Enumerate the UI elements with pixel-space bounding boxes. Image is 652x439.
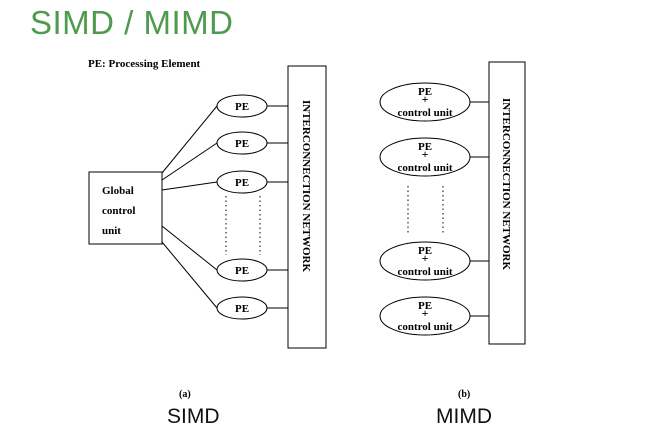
svg-text:PE: PE bbox=[418, 141, 432, 153]
pe-legend: PE: Processing Element bbox=[88, 58, 201, 70]
svg-text:PE: PE bbox=[418, 86, 432, 98]
simd-pe-label: PE bbox=[235, 101, 249, 113]
svg-text:PE: PE bbox=[418, 245, 432, 257]
simd-interconnection-network bbox=[287, 65, 327, 349]
svg-text:PE: PE bbox=[418, 300, 432, 312]
mimd-sub-label: (b) bbox=[458, 389, 470, 400]
simd-pe-label: PE bbox=[235, 138, 249, 150]
global-control-unit-label: Global control unit bbox=[102, 185, 138, 237]
global-control-unit-box bbox=[88, 171, 163, 245]
mimd-caption: MIMD bbox=[436, 405, 492, 428]
simd-pe-3: PE bbox=[216, 170, 288, 194]
mimd-pe-2: PE + control unit bbox=[379, 137, 489, 177]
svg-text:+: + bbox=[422, 147, 429, 161]
svg-text:control unit: control unit bbox=[397, 162, 452, 174]
svg-text:+: + bbox=[422, 306, 429, 320]
svg-text:control unit: control unit bbox=[397, 107, 452, 119]
svg-text:control unit: control unit bbox=[397, 321, 452, 333]
mimd-interconnection-network bbox=[488, 61, 526, 345]
mimd-pe-1: PE + control unit bbox=[379, 82, 489, 122]
simd-pe-label: PE bbox=[235, 265, 249, 277]
simd-caption: SIMD bbox=[167, 405, 220, 428]
simd-link-4 bbox=[161, 225, 218, 271]
simd-pe-label: PE bbox=[235, 303, 249, 315]
simd-sub-label: (a) bbox=[179, 389, 191, 400]
simd-pe-5: PE bbox=[216, 296, 288, 320]
simd-link-2 bbox=[161, 142, 218, 181]
simd-pe-label: PE bbox=[235, 177, 249, 189]
simd-pe-2: PE bbox=[216, 131, 288, 155]
simd-link-3 bbox=[161, 181, 218, 191]
simd-diagram: Global control unit PE PE PE bbox=[88, 65, 327, 349]
mimd-ellipsis bbox=[407, 186, 444, 235]
simd-link-5 bbox=[161, 241, 218, 309]
simd-pe-4: PE bbox=[216, 258, 288, 282]
simd-network-label: INTERCONNECTION NETWORK bbox=[300, 100, 312, 272]
mimd-diagram: PE + control unit PE + control unit PE +… bbox=[379, 61, 526, 345]
svg-text:control unit: control unit bbox=[397, 266, 452, 278]
simd-ellipsis bbox=[225, 196, 261, 255]
svg-text:+: + bbox=[422, 251, 429, 265]
simd-control-links bbox=[161, 105, 218, 309]
mimd-network-label: INTERCONNECTION NETWORK bbox=[500, 98, 512, 270]
slide-title: SIMD / MIMD bbox=[30, 4, 234, 41]
mimd-pe-3: PE + control unit bbox=[379, 241, 489, 281]
mimd-pe-4: PE + control unit bbox=[379, 296, 489, 336]
simd-pe-1: PE bbox=[216, 94, 288, 118]
svg-text:+: + bbox=[422, 92, 429, 106]
simd-link-1 bbox=[161, 105, 218, 174]
